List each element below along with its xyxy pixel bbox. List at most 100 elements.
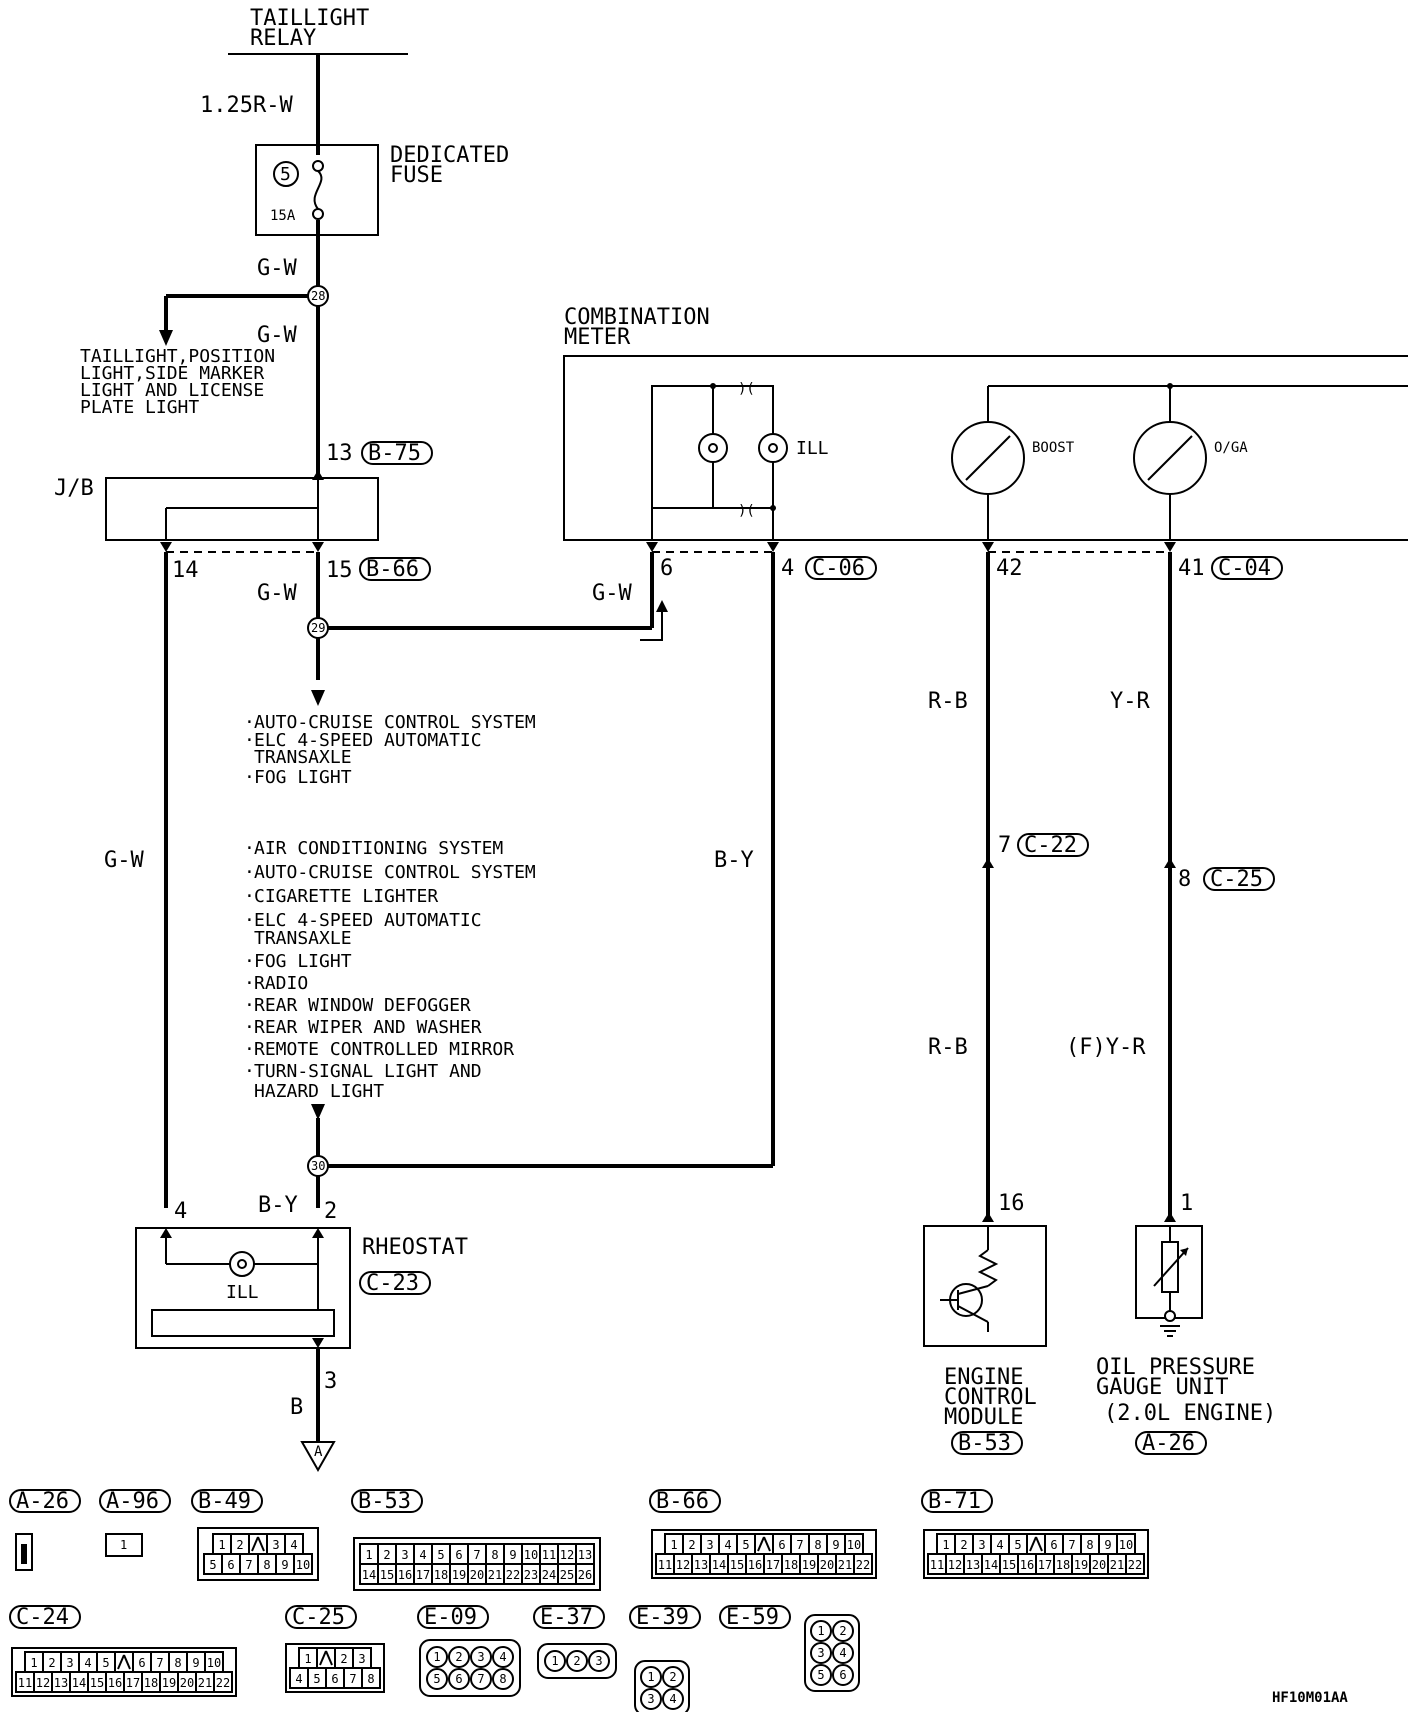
connector-pin-label: 5 bbox=[102, 1656, 109, 1670]
connector-pin-cell bbox=[492, 1668, 514, 1690]
list1-item: · bbox=[244, 730, 255, 751]
rheostat-resistor bbox=[151, 1309, 335, 1337]
legend-b71-tag bbox=[921, 1489, 993, 1513]
list1-item-2: TRANSAXLE bbox=[254, 747, 352, 768]
list2-item-3: ELC 4-SPEED AUTOMATIC bbox=[254, 910, 482, 931]
meter-pin4: 4 bbox=[781, 556, 794, 581]
connector-pin-label: 2 bbox=[839, 1624, 846, 1638]
connector-pin-label: 2 bbox=[573, 1654, 580, 1668]
connector-body bbox=[285, 1643, 385, 1693]
fuse-terminal-bottom bbox=[312, 208, 324, 220]
ground-label: A bbox=[314, 1444, 323, 1460]
connector-pin-label: 8 bbox=[367, 1672, 374, 1686]
connector-pin-label: 12 bbox=[948, 1558, 962, 1572]
conn-c22-tag bbox=[1017, 833, 1089, 857]
rheostat-pin4-arrow bbox=[160, 1228, 172, 1238]
rheostat-conn-label: C-23 bbox=[366, 1271, 419, 1296]
connector-pin-cell bbox=[293, 1553, 313, 1575]
connector-pin-label: 3 bbox=[477, 1650, 484, 1664]
connector-key bbox=[117, 1654, 125, 1670]
list2-bullet: · bbox=[244, 838, 255, 859]
jb-label: J/B bbox=[54, 476, 94, 501]
rheostat-pin2-arrow bbox=[312, 1228, 324, 1238]
list2-bullet: · bbox=[244, 862, 255, 883]
legend-e37-tag bbox=[533, 1605, 605, 1629]
legend-b49-tag bbox=[191, 1489, 263, 1513]
conn-c04-label: C-04 bbox=[1218, 556, 1271, 581]
meter-pin42-arrow bbox=[982, 542, 994, 552]
connector-pin-cell bbox=[810, 1620, 832, 1642]
connector-pin-label: 5 bbox=[1014, 1538, 1021, 1552]
connector-pin-label: 6 bbox=[839, 1668, 846, 1682]
connector-pin-label: 15 bbox=[90, 1676, 104, 1690]
connector-pin-label: 6 bbox=[455, 1672, 462, 1686]
connector-pin-label: 2 bbox=[48, 1656, 55, 1670]
ecm-line2: CONTROL bbox=[944, 1385, 1037, 1410]
legend-a96-label: A-96 bbox=[106, 1489, 159, 1514]
connector-pin-label: 2 bbox=[960, 1538, 967, 1552]
oga-label: O/GA bbox=[1214, 440, 1248, 456]
connector-pin-label: 11 bbox=[930, 1558, 944, 1572]
meter-pin42: 42 bbox=[996, 556, 1023, 581]
meter-pin4-arrow bbox=[767, 542, 779, 552]
ecm-c22-arrow bbox=[982, 858, 994, 868]
connector-pin-cell bbox=[810, 1642, 832, 1664]
oil-c25-pin: 8 bbox=[1178, 867, 1191, 892]
legend-e59-label: E-59 bbox=[726, 1605, 779, 1630]
connector-pin-label: 10 bbox=[524, 1548, 538, 1562]
jb-pin13: 13 bbox=[326, 441, 353, 466]
oil-ground-node bbox=[1164, 1310, 1176, 1322]
list2-item-8: REAR WIPER AND WASHER bbox=[254, 1017, 482, 1038]
connector-pin-label: 5 bbox=[437, 1548, 444, 1562]
rheostat-box bbox=[135, 1227, 351, 1349]
connector-pin-cell bbox=[588, 1650, 610, 1672]
conn-b66-tag bbox=[359, 557, 431, 581]
connector-pin-label: 22 bbox=[506, 1568, 520, 1582]
jb-pin15: 15 bbox=[326, 558, 353, 583]
connector-key bbox=[325, 1650, 333, 1666]
meter-box bbox=[563, 355, 1408, 541]
meter-lamp-2-core bbox=[768, 443, 778, 453]
meter-title-line2: METER bbox=[564, 325, 631, 350]
connector-pin-label: 4 bbox=[996, 1538, 1003, 1552]
rheostat-lamp-core bbox=[237, 1259, 247, 1269]
list2-item-9: REMOTE CONTROLLED MIRROR bbox=[254, 1039, 514, 1060]
connector-pin-label: 5 bbox=[433, 1672, 440, 1686]
connector-pin-label: 14 bbox=[712, 1558, 726, 1572]
connector-pin-label: 8 bbox=[1086, 1538, 1093, 1552]
legend-b71-label: B-71 bbox=[928, 1489, 981, 1514]
legend-c25-label: C-25 bbox=[292, 1605, 345, 1630]
conn-c25-label: C-25 bbox=[1210, 867, 1263, 892]
wire-label-top: 1.25R-W bbox=[200, 93, 293, 118]
rheostat-pin3: 3 bbox=[324, 1369, 337, 1394]
list2-item-5: FOG LIGHT bbox=[254, 951, 352, 972]
connector-pin-label: 21 bbox=[1110, 1558, 1124, 1572]
connector-body bbox=[804, 1614, 860, 1692]
conn-b66-label: B-66 bbox=[366, 557, 419, 582]
oil-pin1: 1 bbox=[1180, 1191, 1193, 1216]
connector-pin-label: 4 bbox=[724, 1538, 731, 1552]
list2-item-11: HAZARD LIGHT bbox=[254, 1081, 384, 1102]
wire-label-gw-left: G-W bbox=[104, 848, 144, 873]
list2-bullet: · bbox=[244, 951, 255, 972]
meter-ill-node-top bbox=[710, 383, 716, 389]
meter-pin6-tap-arrow bbox=[656, 600, 668, 612]
conn-c25-tag bbox=[1203, 867, 1275, 891]
connector-body bbox=[923, 1529, 1149, 1579]
connector-pin-cell bbox=[662, 1688, 684, 1710]
connector-pin-label: 8 bbox=[174, 1656, 181, 1670]
conn-c22-label: C-22 bbox=[1024, 833, 1077, 858]
legend-a96-pin: 1 bbox=[120, 1538, 127, 1552]
connector-pin-label: 18 bbox=[1056, 1558, 1070, 1572]
connector-pin-label: 5 bbox=[209, 1558, 216, 1572]
ecm-resistor bbox=[977, 1249, 999, 1287]
connector-pin-label: 24 bbox=[542, 1568, 556, 1582]
fuse-title-line1: DEDICATED bbox=[390, 143, 509, 168]
connector-pin-label: 3 bbox=[272, 1538, 279, 1552]
